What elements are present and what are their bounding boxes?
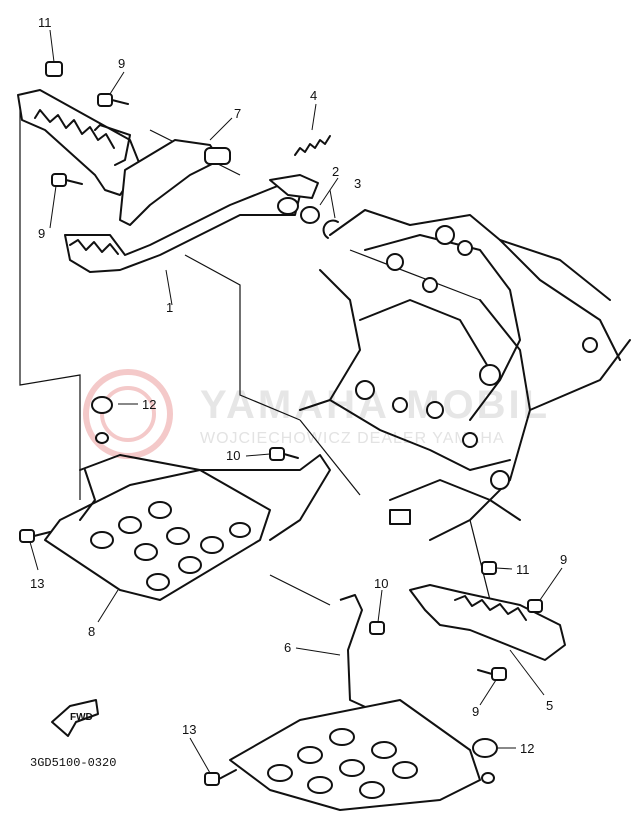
callout-6: 6 <box>284 640 291 655</box>
callout-1: 1 <box>166 300 173 315</box>
spring <box>294 135 331 156</box>
frame-section <box>299 209 631 541</box>
callouts: 11 9 4 7 2 3 9 1 12 10 13 8 9 11 10 6 5 … <box>30 15 567 756</box>
washer <box>300 206 320 224</box>
callout-10: 10 <box>226 448 240 463</box>
callout-2: 2 <box>332 164 339 179</box>
callout-leaders <box>29 29 563 774</box>
callout-12: 12 <box>520 741 534 756</box>
callout-8: 8 <box>88 624 95 639</box>
callout-9: 9 <box>472 704 479 719</box>
callout-11: 11 <box>516 562 530 577</box>
forward-arrow-label: FWD <box>70 712 93 723</box>
clip <box>322 219 339 239</box>
callout-3: 3 <box>354 176 361 191</box>
footrest-right <box>409 561 566 681</box>
watermark-logo <box>83 369 173 459</box>
callout-4: 4 <box>310 88 317 103</box>
small-parts <box>294 135 339 239</box>
callout-13: 13 <box>30 576 44 591</box>
callout-5: 5 <box>546 698 553 713</box>
skid-plate-right <box>229 594 498 811</box>
brake-pedal <box>64 174 319 273</box>
skid-plate-left <box>44 396 331 601</box>
diagram-code: 3GD5100-0320 <box>30 756 116 770</box>
watermark-title: YAMAHA-MOBIL <box>200 383 550 427</box>
forward-arrow: FWD <box>51 699 99 737</box>
callout-11: 11 <box>38 15 52 30</box>
watermark-subtitle: WOJCIECHOWICZ DEALER YAMAHA <box>200 430 505 447</box>
footrest-bracket-left <box>17 89 231 226</box>
callout-9: 9 <box>560 552 567 567</box>
callout-7: 7 <box>234 106 241 121</box>
callout-13: 13 <box>182 722 196 737</box>
callout-9: 9 <box>118 56 125 71</box>
callout-9: 9 <box>38 226 45 241</box>
callout-12: 12 <box>142 397 156 412</box>
bolts-lower <box>19 447 385 786</box>
callout-10: 10 <box>374 576 388 591</box>
